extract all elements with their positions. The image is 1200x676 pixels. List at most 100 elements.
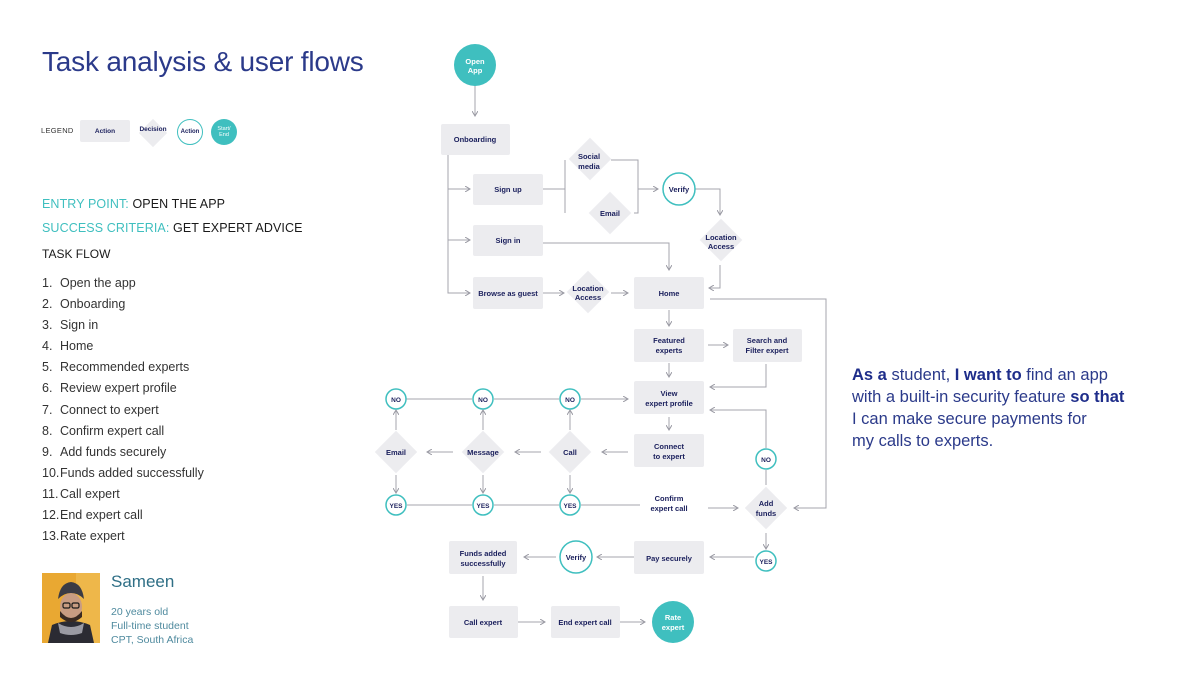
task-flow-item-number: 5. (42, 360, 53, 375)
task-flow-item: 5. Recommended experts (42, 360, 204, 381)
task-flow-item-text: Review expert profile (60, 381, 177, 396)
page-title: Task analysis & user flows (42, 46, 364, 77)
featured-experts-label-1: Featured (653, 336, 685, 345)
success-criteria-value: GET EXPERT ADVICE (173, 221, 303, 235)
story-as-a: As a (852, 366, 887, 384)
edge-no-view (710, 410, 767, 448)
edge-location-home (709, 265, 721, 288)
node-sign-in: Sign in (473, 225, 543, 256)
task-flow-item: 1.Open the app (42, 276, 204, 297)
circle-yes-email: YES (385, 494, 407, 516)
decision-location-mid: Location Access (566, 270, 610, 314)
location-mid-label-1: Location (572, 284, 604, 293)
decision-location-right: Location Access (699, 218, 743, 262)
story-benefit-1: I can make secure payments for (852, 410, 1087, 428)
story-i-want-to: I want to (954, 366, 1022, 384)
legend-action-box: Action (80, 120, 130, 142)
task-flow-heading: TASK FLOW (42, 247, 111, 261)
no-funds-label: NO (761, 457, 771, 464)
circle-verify-signup: Verify (662, 172, 696, 206)
confirm-call-label-2: expert call (650, 504, 687, 513)
task-flow-item-text: Recommended experts (60, 360, 190, 375)
yes-email-label: YES (389, 503, 403, 510)
location-mid-label-2: Access (575, 293, 601, 302)
verify-signup-label: Verify (669, 185, 690, 194)
task-flow-item-number: 10. (42, 465, 60, 480)
email-option-label: Email (600, 209, 620, 218)
connectors (396, 84, 827, 622)
legend-start-label: Start/ (217, 125, 231, 132)
task-flow-item-text: Home (60, 339, 94, 354)
decision-social-media: Social media (568, 137, 612, 181)
legend-decision: Decision (138, 118, 168, 148)
task-flow-item-text: Funds added successfully (60, 465, 204, 480)
connect-expert-label-1: Connect (654, 442, 685, 451)
sign-up-label: Sign up (494, 185, 522, 194)
task-flow-item-number: 8. (42, 423, 53, 438)
view-profile-label-1: View (661, 389, 678, 398)
user-story: As a student, I want to find an app with… (852, 364, 1162, 452)
no-call-label: NO (565, 397, 575, 404)
location-right-label-1: Location (705, 233, 737, 242)
task-flow-item: 7.Connect to expert (42, 403, 204, 424)
task-flow-item-text: Onboarding (60, 297, 126, 312)
task-flow-item: 12.End expert call (42, 508, 204, 529)
task-flow-item: 4.Home (42, 339, 204, 360)
legend-decision-label: Decision (139, 126, 167, 133)
task-flow-item-number: 6. (42, 381, 53, 396)
task-flow-item: 13.Rate expert (42, 529, 204, 550)
circle-no-email: NO (385, 388, 407, 410)
decision-email: Email (374, 430, 418, 474)
edge-onboarding-trunk (447, 155, 470, 293)
task-flow-item: 10.Funds added successfully (42, 466, 204, 487)
no-email-label: NO (391, 397, 401, 404)
edge-social-merge (611, 159, 639, 189)
open-app-label-1: Open (465, 57, 485, 66)
node-rate-expert: Rate expert (652, 601, 694, 643)
story-benefit-2: my calls to experts. (852, 432, 994, 450)
task-flow-item: 2. Onboarding (42, 297, 204, 318)
email-label: Email (386, 448, 406, 457)
legend-end-label: End (219, 132, 229, 138)
task-flow-item-number: 7. (42, 402, 53, 417)
funds-added-label-2: successfully (460, 559, 506, 568)
onboarding-label: Onboarding (454, 135, 497, 144)
verify-payment-label: Verify (566, 553, 587, 562)
pay-securely-label: Pay securely (646, 554, 693, 563)
add-funds-label-2: funds (756, 509, 776, 518)
persona-location: CPT, South Africa (111, 634, 194, 646)
node-call-expert: Call expert (449, 606, 518, 638)
message-label: Message (467, 448, 499, 457)
browse-guest-label: Browse as guest (478, 289, 538, 298)
node-funds-added: Funds added successfully (449, 541, 517, 574)
no-message-label: NO (478, 397, 488, 404)
task-flow-item-number: 3. (42, 318, 53, 333)
open-app-label-2: App (468, 66, 483, 75)
search-filter-label-2: Filter expert (746, 346, 789, 355)
legend-start-end: Start/End (211, 119, 237, 145)
task-flow-item-number: 11. (42, 486, 59, 501)
persona-age: 20 years old (111, 606, 169, 618)
end-call-label: End expert call (558, 618, 611, 627)
circle-yes-funds: YES (755, 550, 777, 572)
edge-search-view (710, 364, 767, 387)
edge-verify-location (694, 188, 720, 215)
connect-expert-label-2: to expert (653, 452, 685, 461)
legend-action-circle: Action (177, 119, 203, 145)
yes-funds-label: YES (759, 559, 773, 566)
decision-add-funds: Add funds (744, 486, 788, 530)
add-funds-label-1: Add (759, 499, 774, 508)
featured-experts-label-2: experts (656, 346, 683, 355)
task-flow-item-text: Sign in (60, 318, 99, 333)
node-browse-guest: Browse as guest (473, 277, 543, 309)
social-media-label-2: media (578, 162, 601, 171)
avatar-illustration (42, 573, 100, 643)
task-flow-item-number: 2. (42, 297, 53, 312)
sign-in-label: Sign in (496, 236, 521, 245)
task-flow-item-text: End expert call (60, 508, 143, 523)
decision-email-signup: Email (588, 191, 632, 235)
task-flow-item-number: 13. (42, 529, 60, 544)
location-right-label-2: Access (708, 242, 734, 251)
